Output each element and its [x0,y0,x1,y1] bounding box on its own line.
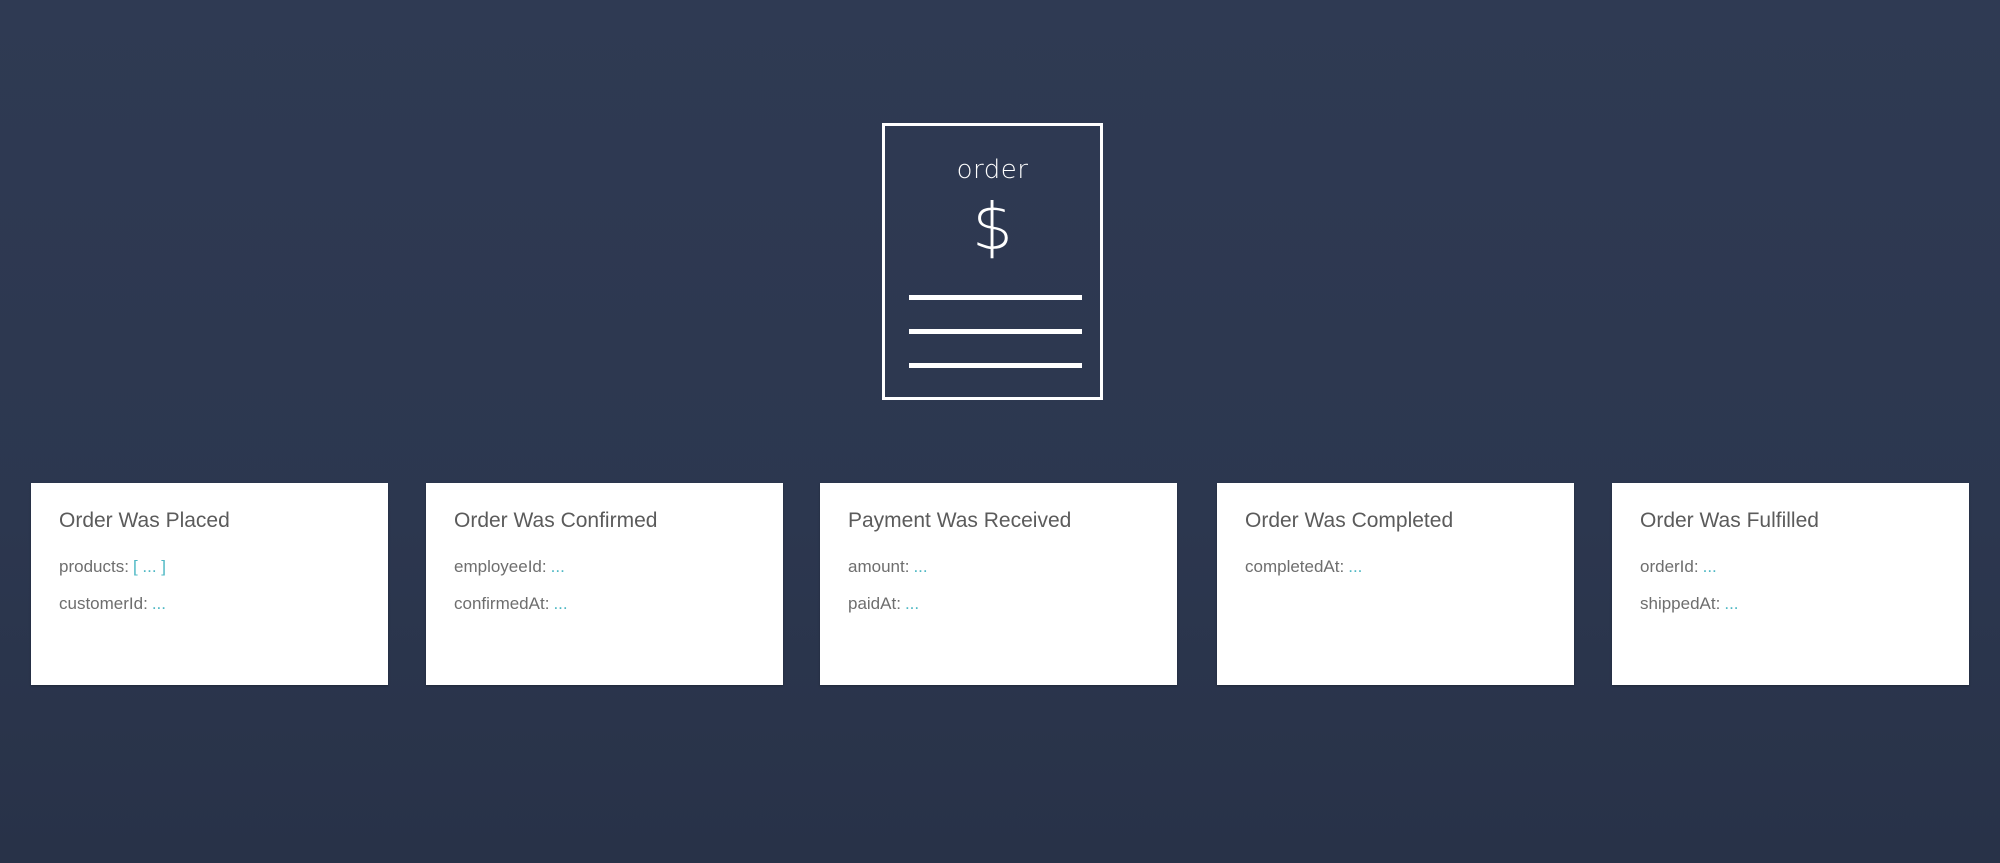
event-field: employeeId:... [454,557,755,578]
event-title: Order Was Placed [59,509,230,532]
event-field: completedAt:... [1245,557,1546,578]
event-field: confirmedAt:... [454,594,755,615]
event-field: products:[ ... ] [59,557,360,578]
field-name: products: [59,557,129,576]
event-field: orderId:... [1640,557,1941,578]
field-name: orderId: [1640,557,1699,576]
field-value: ... [151,594,166,613]
event-card-order-fulfilled: Order Was Fulfilled orderId:... shippedA… [1612,483,1969,685]
event-card-order-confirmed: Order Was Confirmed employeeId:... confi… [426,483,783,685]
field-value: ... [1348,557,1363,576]
event-card-payment-received: Payment Was Received amount:... paidAt:.… [820,483,1177,685]
document-line [909,329,1082,334]
field-value: ... [550,557,565,576]
event-field: shippedAt:... [1640,594,1941,615]
document-line [909,363,1082,368]
event-title: Order Was Completed [1245,509,1454,532]
field-value: ... [904,594,920,613]
document-line [909,295,1082,300]
event-field: amount:... [848,557,1149,578]
field-name: completedAt: [1245,557,1345,576]
field-name: confirmedAt: [454,594,550,613]
field-value: ... [553,594,568,613]
field-name: customerId: [59,594,148,613]
field-name: paidAt: [848,594,901,613]
field-value: [ ... ] [132,557,166,576]
event-field: customerId:... [59,594,360,615]
field-value: ... [1702,557,1717,576]
field-value: ... [913,557,928,576]
field-name: amount: [848,557,910,576]
dollar-sign-icon: $ [972,191,1013,265]
event-field: paidAt:... [848,594,1149,615]
field-value: ... [1724,594,1739,613]
event-title: Payment Was Received [848,509,1072,532]
event-card-order-completed: Order Was Completed completedAt:... [1217,483,1574,685]
event-card-order-placed: Order Was Placed products:[ ... ] custom… [31,483,388,685]
order-document-icon: order $ [882,123,1103,400]
event-title: Order Was Confirmed [454,509,658,532]
document-title: order [956,155,1029,185]
field-name: shippedAt: [1640,594,1721,613]
event-title: Order Was Fulfilled [1640,509,1819,532]
field-name: employeeId: [454,557,547,576]
